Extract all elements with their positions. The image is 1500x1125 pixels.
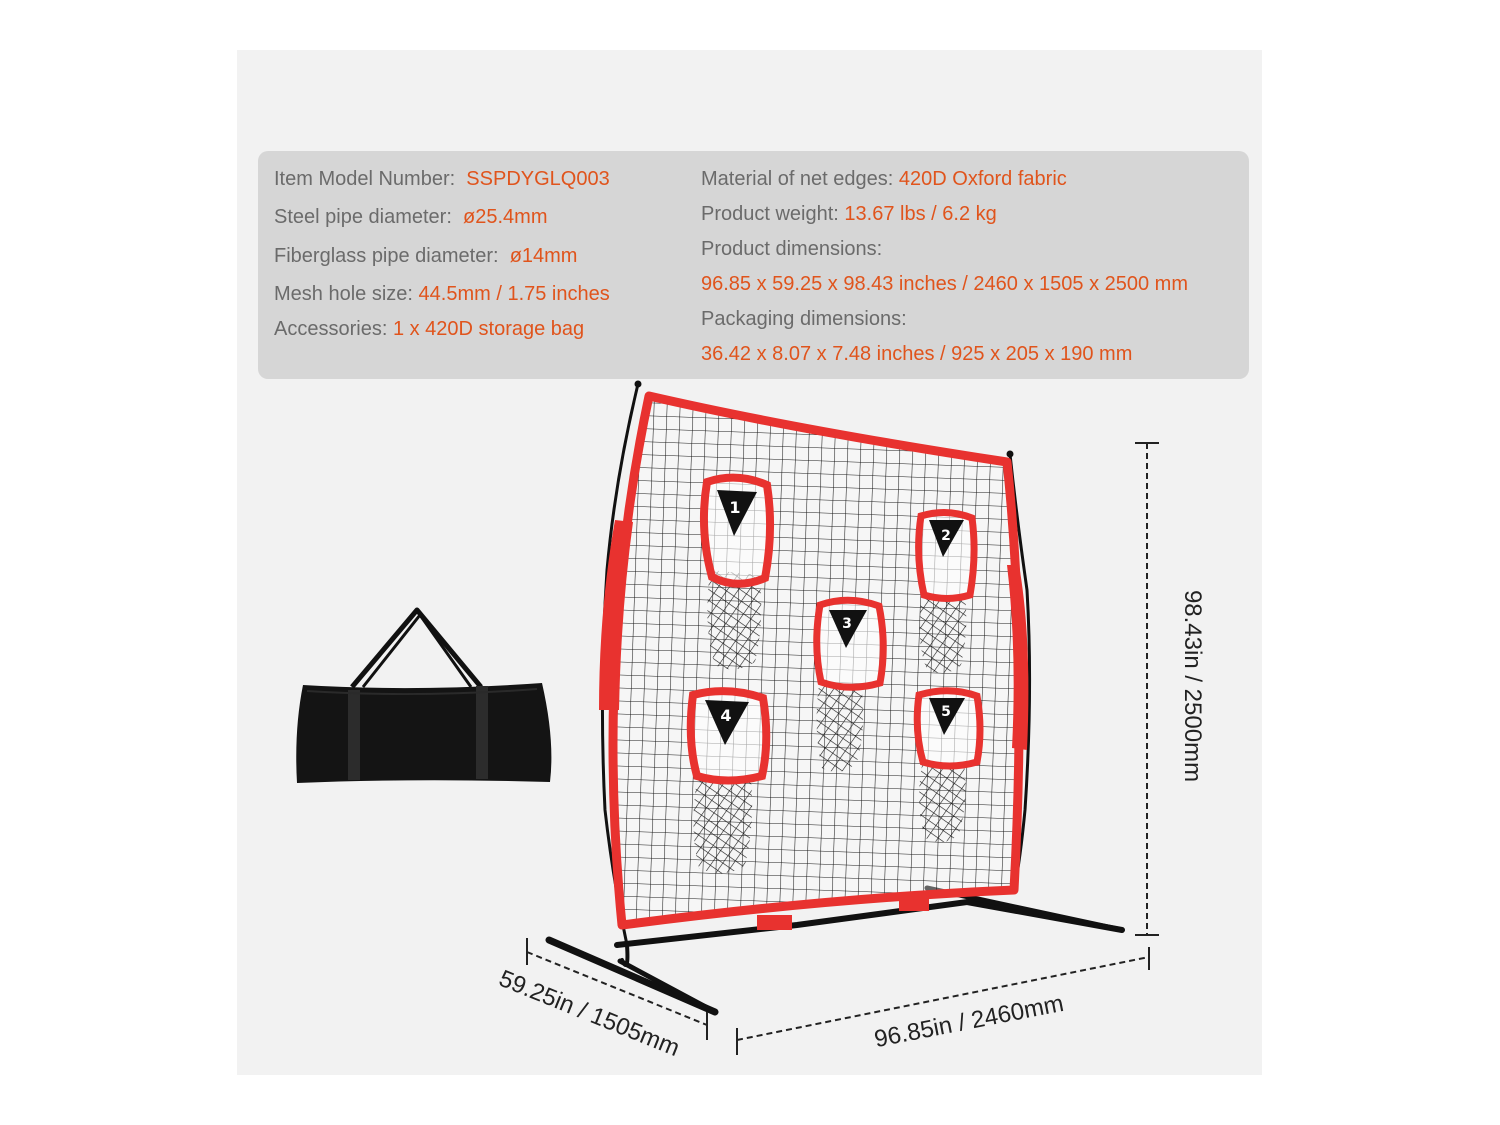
target-pocket-4: 4 bbox=[686, 687, 771, 874]
storage-bag bbox=[296, 607, 552, 783]
spec-packaging-dimensions-value: 36.42 x 8.07 x 7.48 inches / 925 x 205 x… bbox=[701, 343, 1133, 365]
spec-steel-pipe: Steel pipe diameter: ø25.4mm bbox=[274, 206, 548, 228]
target-pocket-3: 3 bbox=[813, 596, 887, 772]
target-number: 5 bbox=[941, 704, 951, 720]
target-pocket-2: 2 bbox=[915, 509, 978, 674]
spec-mesh-hole: Mesh hole size: 44.5mm / 1.75 inches bbox=[274, 283, 610, 305]
target-number: 1 bbox=[729, 498, 740, 517]
target-number: 4 bbox=[720, 706, 731, 725]
spec-net-edges: Material of net edges: 420D Oxford fabri… bbox=[701, 168, 1067, 190]
spec-product-dimensions-label: Product dimensions: bbox=[701, 238, 883, 260]
right-sleeve bbox=[1007, 565, 1029, 750]
spec-product-dimensions-value: 96.85 x 59.25 x 98.43 inches / 2460 x 15… bbox=[701, 273, 1188, 295]
spec-weight: Product weight: 13.67 lbs / 6.2 kg bbox=[701, 203, 997, 225]
target-number: 3 bbox=[842, 616, 852, 632]
target-pockets: 1 2 3 4 bbox=[686, 473, 984, 874]
spec-packaging-dimensions-label: Packaging dimensions: bbox=[701, 308, 907, 330]
spec-accessories: Accessories: 1 x 420D storage bag bbox=[274, 318, 585, 340]
product-image-panel: Item Model Number: SSPDYGLQ003 Steel pip… bbox=[237, 50, 1262, 1075]
target-pocket-1: 1 bbox=[699, 473, 775, 670]
practice-net bbox=[599, 391, 1029, 930]
spec-fiberglass-pipe: Fiberglass pipe diameter: ø14mm bbox=[274, 245, 578, 267]
target-pocket-5: 5 bbox=[913, 687, 984, 843]
spec-model-number: Item Model Number: SSPDYGLQ003 bbox=[274, 168, 610, 190]
target-number: 2 bbox=[941, 528, 951, 544]
product-illustration: 1 2 3 4 bbox=[296, 380, 1159, 1055]
left-sleeve bbox=[599, 520, 633, 710]
dimension-lines bbox=[526, 442, 1159, 1055]
height-dimension-label: 98.43in / 2500mm bbox=[1179, 589, 1207, 783]
spec-box: Item Model Number: SSPDYGLQ003 Steel pip… bbox=[258, 151, 1249, 379]
